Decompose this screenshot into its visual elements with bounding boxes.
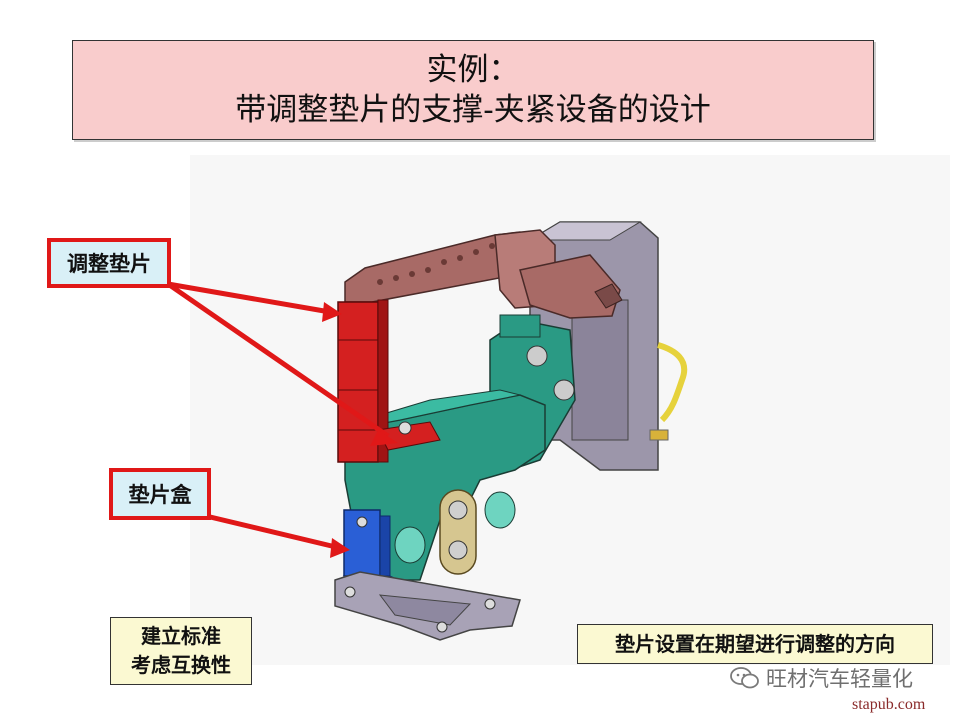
shim-column <box>337 299 441 463</box>
link-plate <box>439 489 477 575</box>
direction-note-text: 垫片设置在期望进行调整的方向 <box>615 632 895 656</box>
wechat-icon <box>730 667 759 689</box>
standard-note: 建立标准 考虑互换性 <box>110 617 252 685</box>
title-line-1: 实例： <box>426 52 520 88</box>
standard-note-line-2: 考虑互换性 <box>131 653 231 677</box>
title-line-2: 带调整垫片的支撑-夹紧设备的设计 <box>235 92 711 128</box>
shim-label-text: 调整垫片 <box>67 251 151 276</box>
shim-label: 调整垫片 <box>47 238 171 288</box>
watermark-brand-text: 旺材汽车轻量化 <box>766 667 913 691</box>
title-box: 实例： 带调整垫片的支撑-夹紧设备的设计 <box>72 40 874 140</box>
shim-box-label: 垫片盒 <box>109 468 211 520</box>
direction-note: 垫片设置在期望进行调整的方向 <box>577 624 933 664</box>
watermark-site: stapub.com <box>852 696 926 713</box>
watermark-brand: 旺材汽车轻量化 <box>730 664 913 692</box>
callout-arrows <box>166 281 398 558</box>
shim-box-label-text: 垫片盒 <box>128 482 192 507</box>
base-plate <box>334 571 521 641</box>
clamp-arm <box>344 229 623 319</box>
standard-note-line-1: 建立标准 <box>141 624 221 648</box>
